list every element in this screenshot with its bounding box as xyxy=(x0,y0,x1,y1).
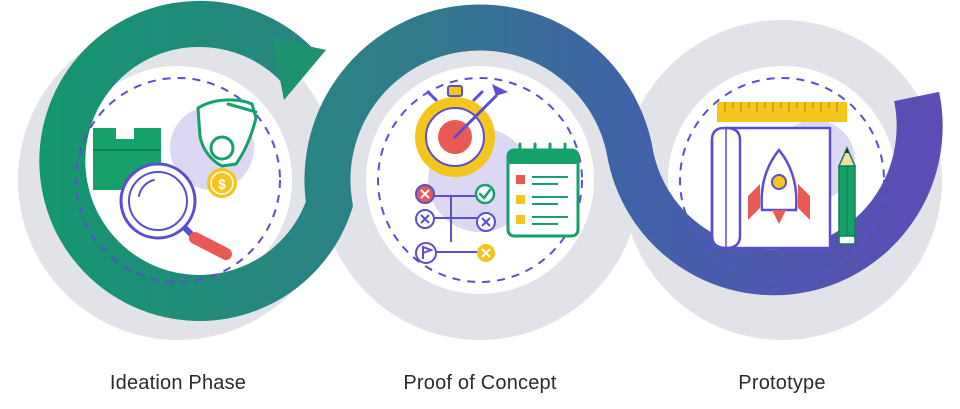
stage-label-ideation: Ideation Phase xyxy=(109,372,247,394)
proof-of-concept-icon xyxy=(377,77,583,283)
ruler-icon xyxy=(717,102,847,122)
flowchart-icon xyxy=(415,183,496,264)
coin-icon: $ xyxy=(207,168,237,198)
target-stopwatch-icon xyxy=(415,84,508,177)
svg-text:$: $ xyxy=(218,176,226,192)
hand-icon xyxy=(196,98,258,168)
ideation-icon: $ xyxy=(75,77,281,283)
process-flow-band xyxy=(39,0,943,321)
pencil-icon xyxy=(837,146,857,245)
rocket-icon xyxy=(748,148,810,224)
stage-label-proof-of-concept: Proof of Concept xyxy=(403,372,557,394)
flow-arrowhead xyxy=(272,38,326,100)
checklist-icon xyxy=(506,142,580,238)
magnifier-icon xyxy=(119,162,232,260)
stage-label-prototype: Prototype xyxy=(738,372,826,394)
prototype-icon xyxy=(679,77,885,283)
